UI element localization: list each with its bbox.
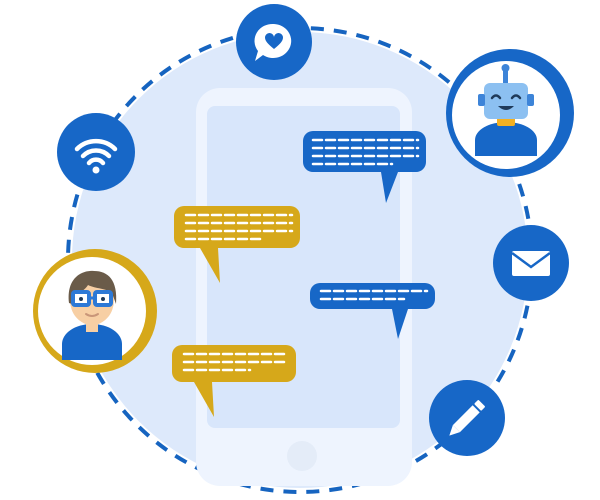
chat-bubble-user-1 bbox=[174, 206, 300, 283]
heart-chat-icon bbox=[236, 4, 312, 80]
bubble-text-lines bbox=[184, 213, 294, 241]
chat-bubble-user-2 bbox=[172, 345, 296, 417]
phone-home-button bbox=[287, 441, 317, 471]
bubble-text-lines bbox=[182, 352, 290, 372]
wifi-icon bbox=[57, 113, 135, 191]
user-avatar bbox=[33, 249, 157, 373]
bubble-text-lines bbox=[319, 289, 429, 301]
mail-icon bbox=[493, 225, 569, 301]
robot-avatar bbox=[446, 49, 574, 177]
pencil-icon bbox=[429, 380, 505, 456]
chat-bubble-bot-2 bbox=[310, 283, 435, 339]
bubble-text-lines bbox=[311, 138, 420, 166]
chat-bubble-bot-1 bbox=[303, 131, 426, 203]
